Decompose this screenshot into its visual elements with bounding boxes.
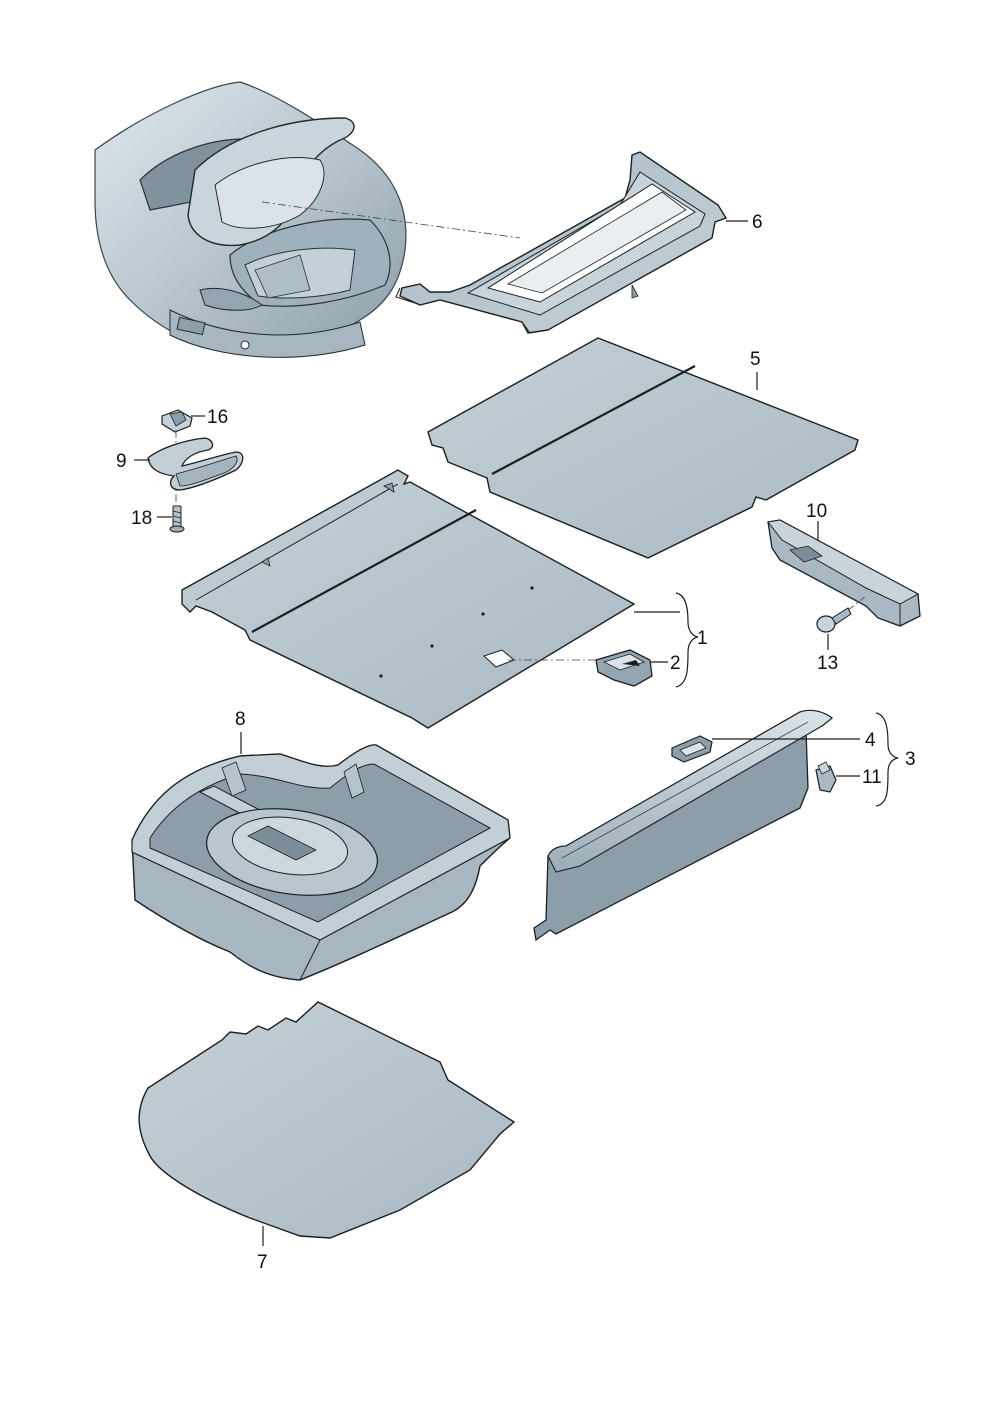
part-16-clip-nut[interactable] (161, 409, 193, 433)
part-6-rear-panel-trim[interactable] (395, 151, 728, 334)
callout-10: 10 (806, 501, 827, 522)
part-5-floor-panel[interactable] (427, 337, 859, 559)
callout-9: 9 (116, 451, 127, 472)
callout-4: 4 (865, 730, 876, 751)
part-10-trim-block[interactable] (767, 519, 921, 627)
brace-3 (875, 712, 899, 807)
callout-11: 11 (862, 767, 882, 788)
callout-8: 8 (235, 709, 246, 730)
callout-18: 18 (131, 508, 152, 529)
callout-7: 7 (257, 1252, 268, 1273)
part-11-clip[interactable] (815, 761, 837, 793)
part-13-expanding-rivet[interactable] (816, 607, 852, 633)
part-7-floor-mat[interactable] (138, 1001, 516, 1239)
callout-1: 1 (697, 628, 708, 649)
callout-16: 16 (207, 407, 228, 428)
part-1-floor-cover[interactable] (181, 469, 636, 729)
assembly-leader-6 (261, 201, 521, 239)
part-8-storage-tray[interactable] (131, 744, 511, 981)
callout-6: 6 (752, 212, 763, 233)
part-4-trim-handle[interactable] (671, 735, 713, 763)
car-rear-illustration (94, 81, 407, 358)
callout-3: 3 (905, 749, 916, 770)
callout-13: 13 (817, 653, 838, 674)
brace-1 (675, 592, 699, 688)
part-2-floor-handle[interactable] (595, 649, 653, 687)
callout-2: 2 (670, 653, 681, 674)
callout-5: 5 (750, 349, 761, 370)
part-18-screw[interactable] (169, 505, 185, 533)
part-3-loading-edge-trim[interactable] (533, 709, 834, 942)
part-9-bag-hook[interactable] (147, 437, 244, 491)
